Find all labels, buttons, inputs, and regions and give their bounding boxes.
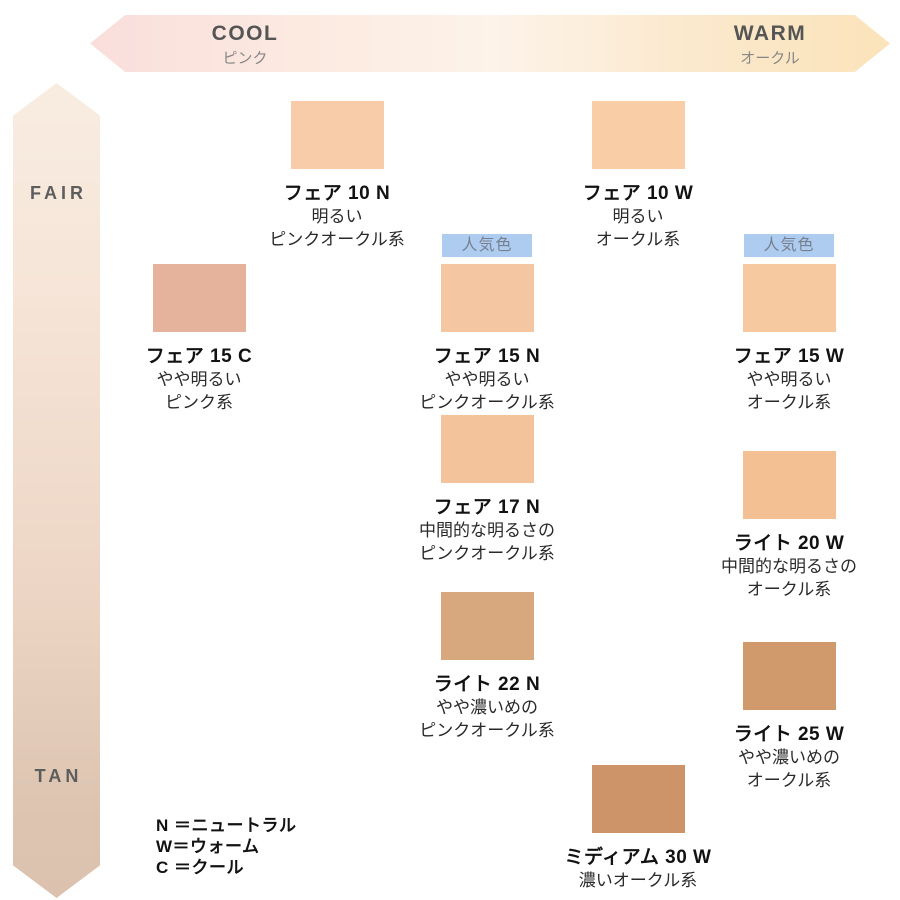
shade-description: ピンクオークル系 — [269, 230, 405, 249]
shade-name: ライト 25 W — [733, 724, 845, 745]
shade-fair-15n: 人気色 フェア 15 N やや明るい ピンクオークル系 — [377, 234, 597, 414]
shade-name: フェア 15 C — [145, 346, 253, 367]
shade-description: やや濃いめの — [436, 698, 538, 717]
shade-fair-17n: フェア 17 N 中間的な明るさの ピンクオークル系 — [377, 415, 597, 565]
shade-description: 中間的な明るさの — [419, 521, 555, 540]
shade-description: やや明るい — [746, 370, 832, 389]
shade-swatch — [742, 264, 836, 332]
shade-description: やや明るい — [444, 370, 530, 389]
shade-description: 明るい — [311, 207, 363, 226]
shade-swatch — [440, 592, 534, 660]
cool-axis-label-group: COOL ピンク — [135, 22, 355, 68]
shade-name: フェア 15 W — [733, 346, 845, 367]
shade-swatch — [440, 415, 534, 483]
shade-description: オークル系 — [746, 580, 832, 599]
popular-badge: 人気色 — [442, 234, 532, 257]
shade-light-20w: ライト 20 W 中間的な明るさの オークル系 — [679, 451, 899, 601]
shade-description: オークル系 — [746, 393, 832, 412]
shade-name: フェア 10 W — [582, 183, 694, 204]
shade-name: フェア 17 N — [433, 497, 541, 518]
shade-fair-10n: フェア 10 N 明るい ピンクオークル系 — [227, 101, 447, 251]
tan-label: TAN — [34, 766, 83, 786]
shade-description: ピンクオークル系 — [419, 721, 555, 740]
shade-swatch — [591, 101, 685, 169]
shade-light-22n: ライト 22 N やや濃いめの ピンクオークル系 — [377, 592, 597, 742]
legend-line-warm: W＝ウォーム — [156, 837, 260, 856]
cool-label: COOL — [211, 22, 279, 45]
warm-sublabel: オークル — [740, 50, 800, 67]
cool-warm-axis-arrow — [90, 15, 890, 72]
shade-fair-15c: フェア 15 C やや明るい ピンク系 — [89, 264, 309, 414]
shade-swatch — [440, 264, 534, 332]
shade-name: ライト 22 N — [433, 674, 541, 695]
shade-light-25w: ライト 25 W やや濃いめの オークル系 — [679, 642, 899, 792]
shade-name: フェア 15 N — [433, 346, 541, 367]
abbreviation-legend: N ＝ニュートラル W＝ウォーム C ＝クール — [156, 815, 297, 878]
shade-description: オークル系 — [595, 230, 681, 249]
popular-badge: 人気色 — [744, 234, 834, 257]
shade-description: やや明るい — [156, 370, 242, 389]
shade-description: ピンク系 — [165, 393, 233, 412]
shade-swatch — [742, 451, 836, 519]
shade-swatch — [591, 765, 685, 833]
shade-name: ミディアム 30 W — [564, 847, 712, 868]
legend-line-neutral: N ＝ニュートラル — [156, 816, 297, 835]
shade-swatch — [290, 101, 384, 169]
legend-line-cool: C ＝クール — [156, 858, 244, 877]
cool-sublabel: ピンク — [222, 50, 268, 67]
shade-name: フェア 10 N — [283, 183, 391, 204]
shade-swatch — [742, 642, 836, 710]
shade-swatch — [152, 264, 246, 332]
warm-axis-label-group: WARM オークル — [660, 22, 880, 68]
shade-description: 中間的な明るさの — [721, 557, 857, 576]
shade-description: ピンクオークル系 — [419, 393, 555, 412]
shade-description: 濃いオークル系 — [578, 871, 698, 890]
shade-fair-10w: フェア 10 W 明るい オークル系 — [528, 101, 748, 251]
shade-description: ピンクオークル系 — [419, 544, 555, 563]
shade-description: オークル系 — [746, 771, 832, 790]
fair-tan-axis-arrow — [13, 83, 100, 898]
shade-medium-30w: ミディアム 30 W 濃いオークル系 — [528, 765, 748, 892]
shade-fair-15w: 人気色 フェア 15 W やや明るい オークル系 — [679, 234, 899, 414]
shade-description: やや濃いめの — [738, 748, 840, 767]
warm-label: WARM — [733, 22, 807, 45]
shade-name: ライト 20 W — [733, 533, 845, 554]
shade-description: 明るい — [612, 207, 664, 226]
fair-label: FAIR — [29, 183, 87, 203]
